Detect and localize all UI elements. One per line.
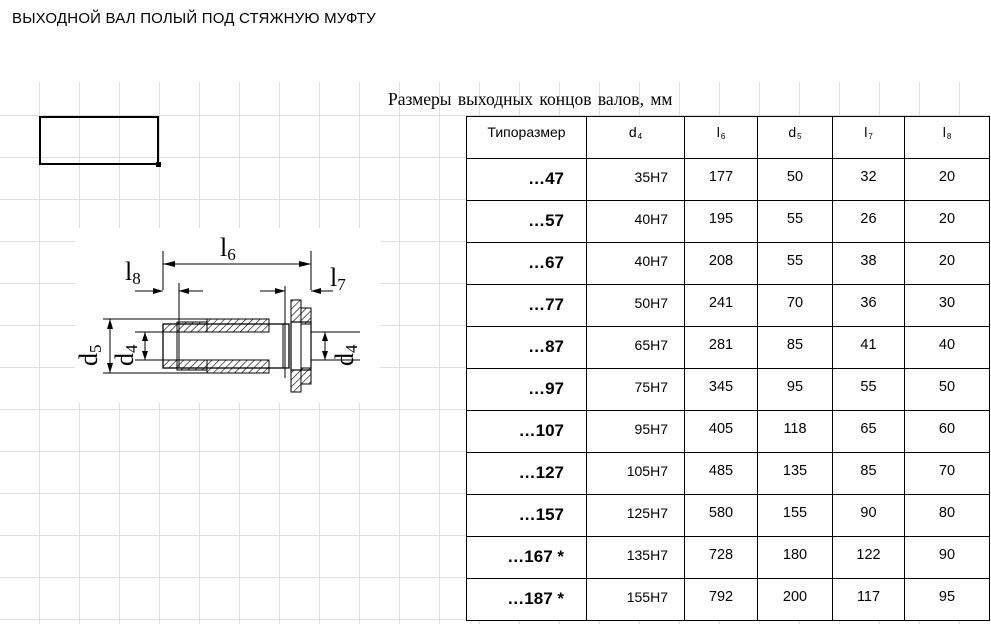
cell-l7[interactable]: 65	[832, 410, 905, 453]
cell-l6[interactable]: 281	[684, 326, 758, 369]
selected-cell[interactable]	[39, 116, 161, 167]
table-row: …187 * 155H7 792 200 117 95	[466, 578, 990, 621]
cell-size[interactable]: …187 *	[466, 578, 587, 621]
table-row: …77 50H7 241 70 36 30	[466, 284, 990, 327]
cell-l6[interactable]: 195	[684, 200, 758, 243]
table-row: …127 105H7 485 135 85 70	[466, 452, 990, 495]
shaft-drawing-svg: l6 l8 l7	[75, 233, 361, 393]
cell-d4[interactable]: 40H7	[586, 200, 685, 243]
cell-l7[interactable]: 122	[832, 536, 905, 579]
table-row: …57 40H7 195 55 26 20	[466, 200, 990, 243]
header-d5[interactable]: d5	[757, 116, 833, 159]
sheet-title: ВЫХОДНОЙ ВАЛ ПОЛЫЙ ПОД СТЯЖНУЮ МУФТУ	[12, 10, 376, 27]
cell-l8[interactable]: 70	[904, 452, 990, 495]
cell-l7[interactable]: 117	[832, 578, 905, 621]
cell-l8[interactable]: 40	[904, 326, 990, 369]
label-l7: l7	[330, 263, 346, 294]
cell-size[interactable]: …157	[466, 494, 587, 537]
table-row: …167 * 135H7 728 180 122 90	[466, 536, 990, 579]
cell-size[interactable]: …77	[466, 284, 587, 327]
cell-l7[interactable]: 90	[832, 494, 905, 537]
cell-d5[interactable]: 200	[757, 578, 833, 621]
cell-l8[interactable]: 30	[904, 284, 990, 327]
cell-l6[interactable]: 485	[684, 452, 758, 495]
cell-d5[interactable]: 180	[757, 536, 833, 579]
cell-d5[interactable]: 118	[757, 410, 833, 453]
cell-d5[interactable]: 135	[757, 452, 833, 495]
cell-size[interactable]: …47	[466, 158, 587, 201]
cell-d5[interactable]: 55	[757, 200, 833, 243]
header-l7[interactable]: l7	[832, 116, 905, 159]
label-d4-left: d4	[110, 344, 141, 366]
cell-size[interactable]: …127	[466, 452, 587, 495]
cell-d5[interactable]: 70	[757, 284, 833, 327]
cell-l6[interactable]: 177	[684, 158, 758, 201]
table-row: …87 65H7 281 85 41 40	[466, 326, 990, 369]
cell-size[interactable]: …167 *	[466, 536, 587, 579]
cell-l6[interactable]: 208	[684, 242, 758, 285]
cell-d4[interactable]: 125H7	[586, 494, 685, 537]
cell-l6[interactable]: 580	[684, 494, 758, 537]
cell-size[interactable]: …87	[466, 326, 587, 369]
cell-l8[interactable]: 50	[904, 368, 990, 411]
table-row: …157 125H7 580 155 90 80	[466, 494, 990, 537]
cell-d4[interactable]: 135H7	[586, 536, 685, 579]
cell-size[interactable]: …57	[466, 200, 587, 243]
cell-l6[interactable]: 345	[684, 368, 758, 411]
title-row	[0, 0, 991, 82]
cell-d4[interactable]: 95H7	[586, 410, 685, 453]
table-row: …67 40H7 208 55 38 20	[466, 242, 990, 285]
label-d5: d5	[75, 345, 105, 367]
cell-l8[interactable]: 80	[904, 494, 990, 537]
cell-l7[interactable]: 32	[832, 158, 905, 201]
shaft-drawing: l6 l8 l7	[75, 228, 380, 403]
cell-l8[interactable]: 20	[904, 200, 990, 243]
cell-d4[interactable]: 65H7	[586, 326, 685, 369]
cell-l7[interactable]: 38	[832, 242, 905, 285]
cell-d5[interactable]: 50	[757, 158, 833, 201]
cell-l8[interactable]: 90	[904, 536, 990, 579]
cell-l6[interactable]: 792	[684, 578, 758, 621]
cell-l8[interactable]: 60	[904, 410, 990, 453]
cell-l7[interactable]: 85	[832, 452, 905, 495]
cell-d5[interactable]: 155	[757, 494, 833, 537]
cell-l8[interactable]: 20	[904, 158, 990, 201]
label-l8: l8	[125, 257, 141, 288]
cell-size[interactable]: …67	[466, 242, 587, 285]
header-l8[interactable]: l8	[904, 116, 990, 159]
cell-l6[interactable]: 241	[684, 284, 758, 327]
cell-l8[interactable]: 95	[904, 578, 990, 621]
cell-d5[interactable]: 55	[757, 242, 833, 285]
cell-d4[interactable]: 75H7	[586, 368, 685, 411]
dimensions-table: Типоразмер d4 l6 d5 l7 l8 …47 35H7 177 5…	[466, 116, 990, 621]
cell-size[interactable]: …107	[466, 410, 587, 453]
cell-size[interactable]: …97	[466, 368, 587, 411]
cell-d5[interactable]: 85	[757, 326, 833, 369]
fill-handle[interactable]	[156, 162, 161, 167]
label-d4-right: d4	[330, 344, 361, 366]
cell-l6[interactable]: 728	[684, 536, 758, 579]
table-caption: Размеры выходных концов валов, мм	[388, 89, 673, 109]
cell-d4[interactable]: 40H7	[586, 242, 685, 285]
header-d4[interactable]: d4	[586, 116, 685, 159]
cell-l7[interactable]: 41	[832, 326, 905, 369]
cell-d4[interactable]: 50H7	[586, 284, 685, 327]
cell-l7[interactable]: 55	[832, 368, 905, 411]
cell-d4[interactable]: 155H7	[586, 578, 685, 621]
table-row: …97 75H7 345 95 55 50	[466, 368, 990, 411]
cell-l7[interactable]: 26	[832, 200, 905, 243]
cell-l6[interactable]: 405	[684, 410, 758, 453]
label-l6: l6	[220, 233, 236, 264]
header-l6[interactable]: l6	[684, 116, 758, 159]
table-row: …107 95H7 405 118 65 60	[466, 410, 990, 453]
cell-l8[interactable]: 20	[904, 242, 990, 285]
cell-d5[interactable]: 95	[757, 368, 833, 411]
cell-d4[interactable]: 35H7	[586, 158, 685, 201]
cell-d4[interactable]: 105H7	[586, 452, 685, 495]
table-row: …47 35H7 177 50 32 20	[466, 158, 990, 201]
cell-l7[interactable]: 36	[832, 284, 905, 327]
header-size[interactable]: Типоразмер	[466, 116, 587, 159]
table-header-row: Типоразмер d4 l6 d5 l7 l8	[466, 116, 990, 159]
